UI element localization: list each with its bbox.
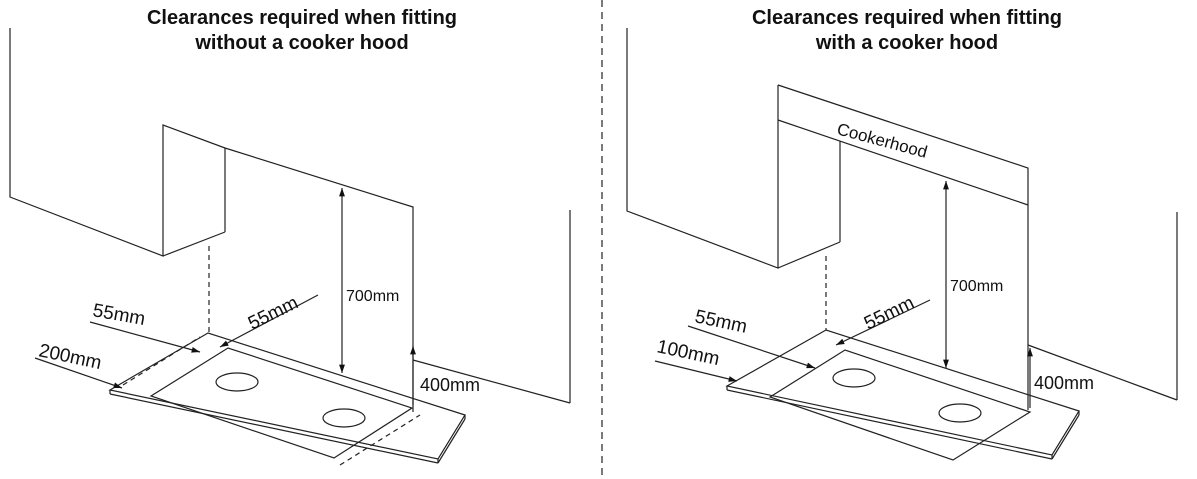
right-burner-2 — [938, 403, 982, 423]
left-dim-200: 200mm — [37, 340, 103, 374]
left-leader-200 — [34, 357, 123, 389]
left-dashed-back — [339, 414, 421, 466]
right-rear-wall-line — [1027, 344, 1178, 401]
right-cabinet-base — [777, 241, 841, 269]
left-dim-55-rear: 55mm — [245, 292, 302, 334]
right-dim-100: 100mm — [655, 336, 721, 370]
right-leader-55-side — [687, 325, 816, 369]
left-dim-400: 400mm — [420, 375, 480, 395]
right-worktop — [725, 329, 1080, 456]
right-wall-cabinet — [626, 28, 779, 269]
left-rear-wall-line — [412, 359, 571, 404]
left-burner-2 — [322, 408, 366, 428]
right-hood-bottom — [777, 119, 1029, 206]
left-worktop-edge-d — [437, 418, 466, 464]
left-worktop — [108, 332, 466, 460]
left-hob — [149, 347, 414, 459]
title-left-line2: without a cooker hood — [195, 32, 409, 54]
left-burner-1 — [215, 372, 259, 392]
left-worktop-edge-b — [109, 393, 439, 464]
right-burner-1 — [832, 368, 876, 388]
title-with-hood: Clearances required when fitting with a … — [647, 6, 1167, 56]
right-dim-55-rear: 55mm — [861, 292, 918, 334]
title-right-line2: with a cooker hood — [815, 32, 999, 54]
right-dim-55-side: 55mm — [693, 306, 749, 338]
left-dim-700: 700mm — [346, 288, 399, 305]
left-dim-55-side: 55mm — [91, 300, 147, 330]
right-hob — [768, 349, 1032, 461]
left-leader-55-rear — [219, 294, 319, 348]
right-dim-700: 700mm — [950, 278, 1003, 295]
right-worktop-edge-b — [726, 389, 1053, 460]
right-hood-top — [777, 84, 1029, 205]
left-panel — [9, 28, 571, 466]
right-panel — [626, 28, 1178, 461]
left-dashed-side — [122, 336, 201, 386]
title-left-line1: Clearances required when fitting — [146, 7, 458, 29]
right-dim-400: 400mm — [1034, 373, 1094, 393]
right-leader-55-rear — [835, 299, 931, 346]
title-right-line1: Clearances required when fitting — [751, 7, 1063, 29]
right-leader-100 — [654, 360, 738, 382]
left-leader-55-side — [89, 321, 201, 353]
title-without-hood: Clearances required when fitting without… — [42, 6, 562, 56]
left-wall-cabinet — [9, 28, 414, 405]
right-worktop-edge-d — [1051, 414, 1080, 460]
left-cabinet-base — [162, 231, 226, 257]
